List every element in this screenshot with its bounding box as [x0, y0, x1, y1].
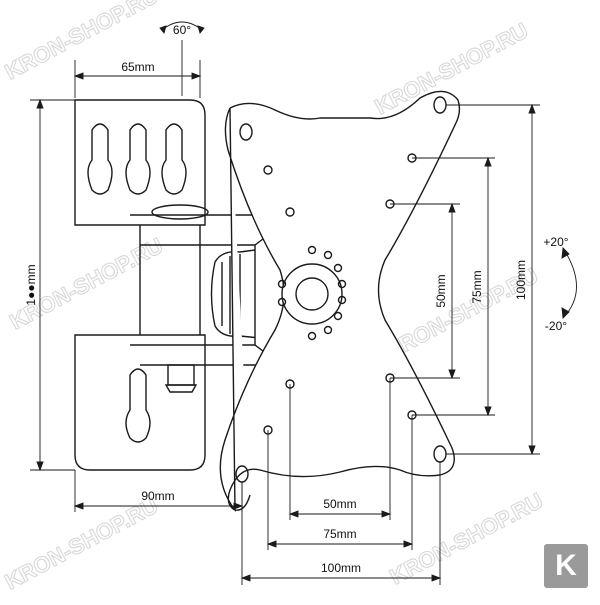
wall-width-label: 65mm — [121, 60, 154, 74]
tilt-down-label: -20° — [545, 319, 567, 333]
v75-label: 75mm — [470, 270, 484, 303]
wall-height-label: 1●●mm — [24, 264, 38, 305]
vesa-plate — [219, 90, 461, 513]
dimension-lines — [30, 21, 577, 585]
h75-label: 75mm — [323, 527, 356, 541]
swivel-label: 60° — [173, 23, 191, 37]
keyhole-slots — [87, 123, 187, 443]
h50-label: 50mm — [323, 497, 356, 511]
hub-holes — [277, 245, 347, 341]
store-logo-badge: K — [544, 544, 588, 588]
v50-label: 50mm — [434, 274, 448, 307]
depth-label: 90mm — [141, 489, 174, 503]
h100-label: 100mm — [321, 561, 361, 575]
watermark-bottom-right: KRON-SHOP.RU — [386, 488, 547, 590]
wall-plate — [74, 99, 266, 471]
tilt-up-label: +20° — [543, 235, 568, 249]
v100-label: 100mm — [514, 260, 528, 300]
dimension-labels: 60° 65mm 1●●mm 90mm 50mm 75mm 100mm 50mm… — [24, 23, 569, 575]
